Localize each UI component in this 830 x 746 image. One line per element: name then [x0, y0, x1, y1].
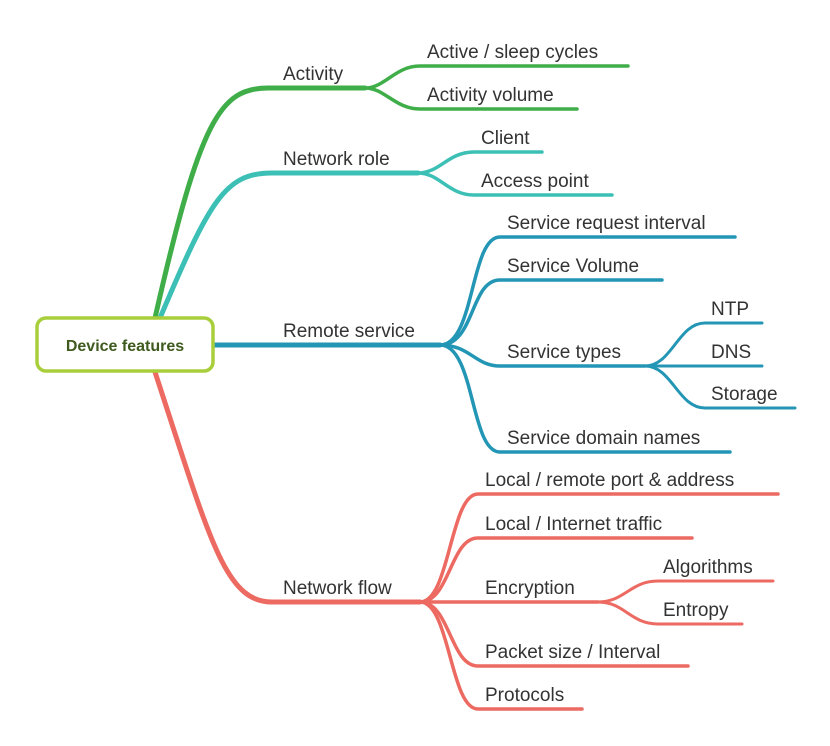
node-label-local-remote-port-address[interactable]: Local / remote port & address [485, 470, 734, 491]
connector-network-role [157, 170, 421, 321]
node-label-local-internet-traffic[interactable]: Local / Internet traffic [485, 514, 662, 535]
node-label-client[interactable]: Client [481, 128, 530, 149]
node-label-packet-size-interval[interactable]: Packet size / Interval [485, 642, 660, 663]
node-label-algorithms[interactable]: Algorithms [663, 557, 753, 578]
connector-network-flow [152, 369, 423, 605]
node-label-access-point[interactable]: Access point [481, 171, 589, 192]
node-label-ntp[interactable]: NTP [711, 299, 749, 320]
root-node-label: Device features [66, 338, 184, 355]
branch-label-network-role[interactable]: Network role [283, 149, 390, 170]
node-label-service-domain-names[interactable]: Service domain names [507, 428, 700, 449]
node-label-storage[interactable]: Storage [711, 384, 778, 405]
connector-activity [152, 85, 368, 321]
root-node-box [35, 316, 215, 373]
node-label-service-types[interactable]: Service types [507, 342, 621, 363]
connector-protocols [418, 600, 584, 711]
connector-service-domain-names [438, 343, 732, 454]
connector-local-internet-traffic [418, 536, 694, 604]
node-label-protocols[interactable]: Protocols [485, 685, 564, 706]
branch-label-remote-service[interactable]: Remote service [283, 321, 415, 342]
connector-service-types [438, 343, 647, 368]
node-label-service-request-interval[interactable]: Service request interval [507, 213, 706, 234]
node-label-active-sleep-cycles[interactable]: Active / sleep cycles [427, 42, 598, 63]
connector-access-point [416, 171, 614, 197]
connector-service-request-interval [438, 235, 737, 347]
node-label-dns[interactable]: DNS [711, 342, 751, 363]
connector-entropy [596, 600, 744, 626]
connector-client [416, 150, 544, 175]
branch-label-network-flow[interactable]: Network flow [283, 578, 392, 599]
node-label-entropy[interactable]: Entropy [663, 600, 729, 621]
node-label-encryption[interactable]: Encryption [485, 578, 575, 599]
connector-storage [643, 364, 797, 410]
root-node[interactable]: Device features [35, 316, 215, 373]
connector-local-remote-port [418, 492, 780, 604]
connector-algorithms [596, 579, 775, 604]
connector-service-volume [438, 278, 664, 347]
node-label-service-volume[interactable]: Service Volume [507, 256, 639, 277]
node-label-activity-volume[interactable]: Activity volume [427, 85, 554, 106]
branch-label-activity[interactable]: Activity [283, 64, 344, 85]
connector-ntp [643, 321, 764, 368]
connector-activity-volume [363, 86, 579, 111]
